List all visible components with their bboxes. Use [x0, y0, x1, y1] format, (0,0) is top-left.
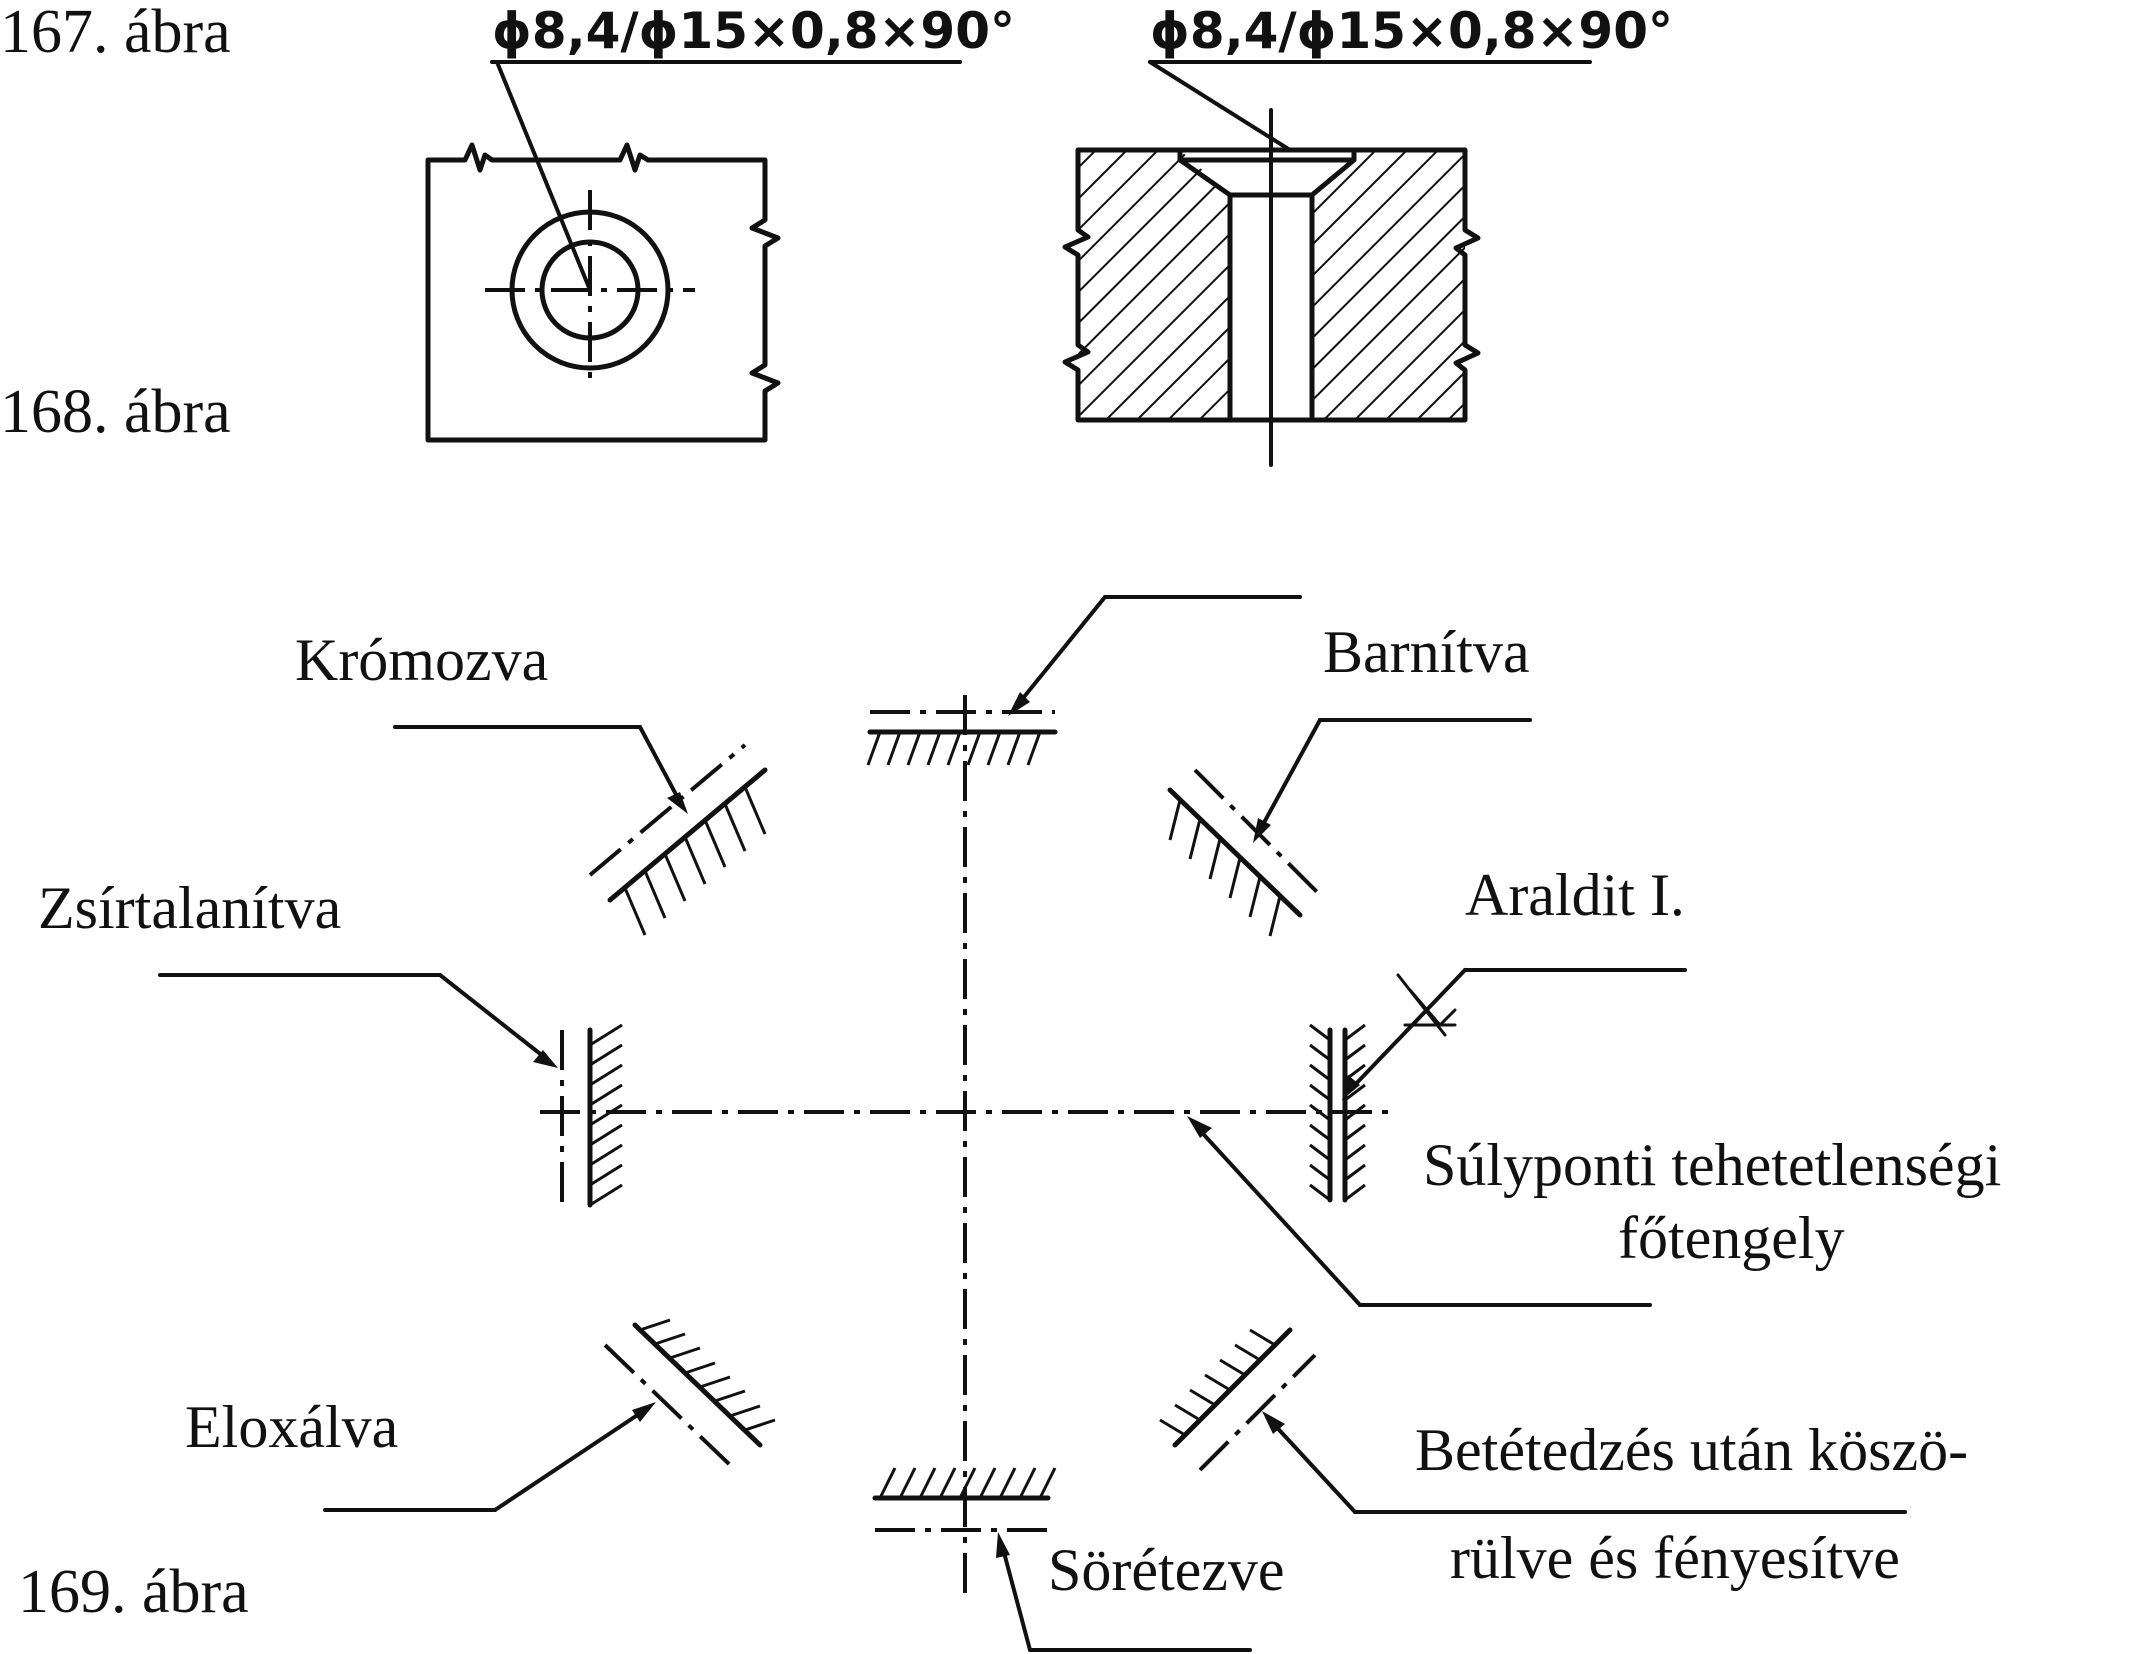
fig168-section-view: ϕ8,4/ϕ15×0,8×90° [1062, 2, 1673, 467]
axis-leader [1187, 1116, 1652, 1307]
section-hatch-left [1078, 150, 1230, 420]
dimension-callout-left: ϕ8,4/ϕ15×0,8×90° [492, 2, 1015, 60]
dimension-callout-right: ϕ8,4/ϕ15×0,8×90° [1150, 2, 1673, 60]
fig169-symbols: Krómozva Barnítva [38, 595, 2001, 1652]
degreased-symbol [158, 973, 623, 1208]
shot-peened-symbol [872, 1467, 1252, 1652]
label-ground-line2: rülve és fényesítve [1450, 1525, 1900, 1591]
chromed-symbol [393, 725, 768, 936]
figure-167-label: 167. ábra [0, 0, 231, 66]
figure-169-label: 169. ábra [18, 1558, 249, 1626]
section-hatch-right [1312, 150, 1465, 420]
callout-leader-left [495, 60, 592, 292]
top-surface-symbol [866, 595, 1302, 766]
callout-leader-right [1148, 60, 1292, 152]
label-araldit: Araldit I. [1465, 862, 1685, 928]
araldit-symbol [1309, 968, 1687, 1203]
label-degreased: Zsírtalanítva [38, 875, 341, 941]
browned-symbol [1167, 718, 1532, 937]
label-ground-line1: Betétedzés után köszö- [1415, 1417, 1968, 1483]
figure-168-label: 168. ábra [0, 378, 231, 446]
label-shot-peened: Sörétezve [1048, 1537, 1285, 1603]
label-axis-line1: Súlyponti tehetetlenségi [1423, 1132, 2001, 1198]
anodized-symbol [323, 1318, 776, 1512]
ground-symbol [1159, 1327, 1907, 1514]
plate-outline [425, 142, 781, 443]
label-chromed: Krómozva [295, 627, 548, 693]
label-axis-line2: főtengely [1618, 1205, 1845, 1271]
fig167-plate-view: ϕ8,4/ϕ15×0,8×90° [425, 2, 1015, 443]
countersink-profile [1177, 147, 1357, 423]
label-browned: Barnítva [1323, 619, 1530, 685]
section-outline [1062, 147, 1481, 423]
label-anodized: Eloxálva [185, 1394, 398, 1460]
